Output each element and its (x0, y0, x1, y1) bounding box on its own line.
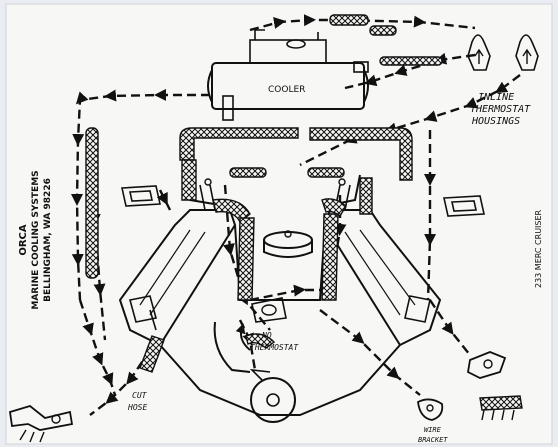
top-hoses (179, 14, 443, 181)
left-vertical-hose (85, 127, 99, 279)
inline-label-3: HOUSINGS (471, 116, 520, 127)
wire-bracket (417, 398, 444, 421)
center-thermostat-gasket (235, 297, 287, 351)
company-name: ORCA (18, 224, 29, 256)
cut-hose-label-1: CUT (132, 391, 148, 400)
company-line1: MARINE COOLING SYSTEMS (31, 170, 41, 309)
distributor-cap (263, 230, 313, 258)
cooler-label: COOLER (268, 85, 305, 95)
no-thermostat-label-2: THERMOSTAT (250, 343, 299, 352)
company-line2: BELLINGHAM, WA 98226 (43, 178, 53, 302)
bottom-right-fitting (467, 351, 523, 421)
inline-label-1: INLINE (478, 92, 514, 103)
manifold-hoses (139, 159, 373, 373)
gaskets (121, 185, 485, 217)
cut-hose-label-2: HOSE (127, 403, 147, 412)
engine-block (118, 174, 442, 416)
cooler: COOLER (207, 29, 369, 121)
no-thermostat-label-1: NO (261, 331, 272, 340)
inline-label-2: THERMOSTAT (470, 104, 531, 115)
thermostat-housings (467, 34, 539, 71)
water-pump (213, 321, 296, 423)
company-block: ORCA MARINE COOLING SYSTEMS BELLINGHAM, … (18, 170, 53, 309)
model-label: 233 MERC CRUISER (534, 209, 543, 288)
wire-bracket-label-1: WIRE (424, 426, 442, 434)
wire-bracket-label-2: BRACKET (418, 436, 448, 444)
bottom-left-fitting (8, 405, 74, 443)
